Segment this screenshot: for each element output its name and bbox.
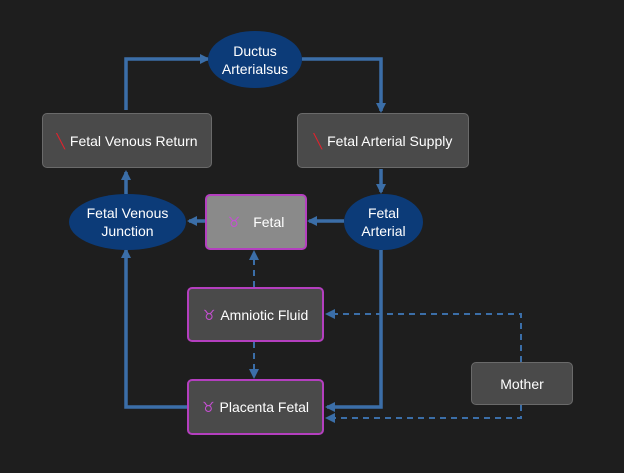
taurus-icon: ♉ [202, 306, 216, 323]
edge-ductus-to-arterial-supply [302, 57, 386, 113]
node-ductus-arterialsus[interactable]: Ductus Arterialsus [208, 31, 302, 88]
node-label: Mother [500, 375, 544, 392]
syringe-icon: ╲ [313, 132, 323, 149]
node-mother[interactable]: Mother [471, 362, 573, 405]
node-placenta-fetal[interactable]: ♉ Placenta Fetal [187, 379, 324, 435]
node-fetal-venous-junction[interactable]: Fetal Venous Junction [69, 194, 186, 250]
taurus-icon: ♉ [227, 214, 241, 230]
edge-venous-return-to-ductus [124, 54, 210, 110]
node-label: Amniotic Fluid [220, 306, 309, 323]
node-label: Placenta Fetal [219, 399, 310, 415]
taurus-icon: ♉ [201, 399, 215, 415]
node-amniotic-fluid[interactable]: ♉ Amniotic Fluid [187, 287, 324, 342]
edge-mother-to-amniotic [325, 309, 522, 362]
node-fetal-arterial-supply[interactable]: ╲ Fetal Arterial Supply [297, 113, 469, 168]
syringe-icon: ╲ [56, 132, 65, 149]
node-label: Ductus Arterialsus [221, 42, 289, 77]
node-label: Fetal Venous Junction [86, 205, 169, 239]
edge-placenta-to-venous-junction [121, 248, 188, 409]
edge-fetal-arterial-to-placenta [325, 250, 383, 412]
node-label: Fetal Venous Return [69, 132, 198, 149]
node-fetal-arterial[interactable]: Fetal Arterial [344, 194, 423, 250]
node-label: Fetal [253, 214, 285, 230]
node-fetal[interactable]: ♉ Fetal [205, 194, 307, 250]
edge-mother-to-placenta [325, 405, 522, 423]
node-label: Fetal Arterial [361, 205, 406, 239]
node-label: Fetal Arterial Supply [327, 132, 453, 149]
node-fetal-venous-return[interactable]: ╲ Fetal Venous Return [42, 113, 212, 168]
